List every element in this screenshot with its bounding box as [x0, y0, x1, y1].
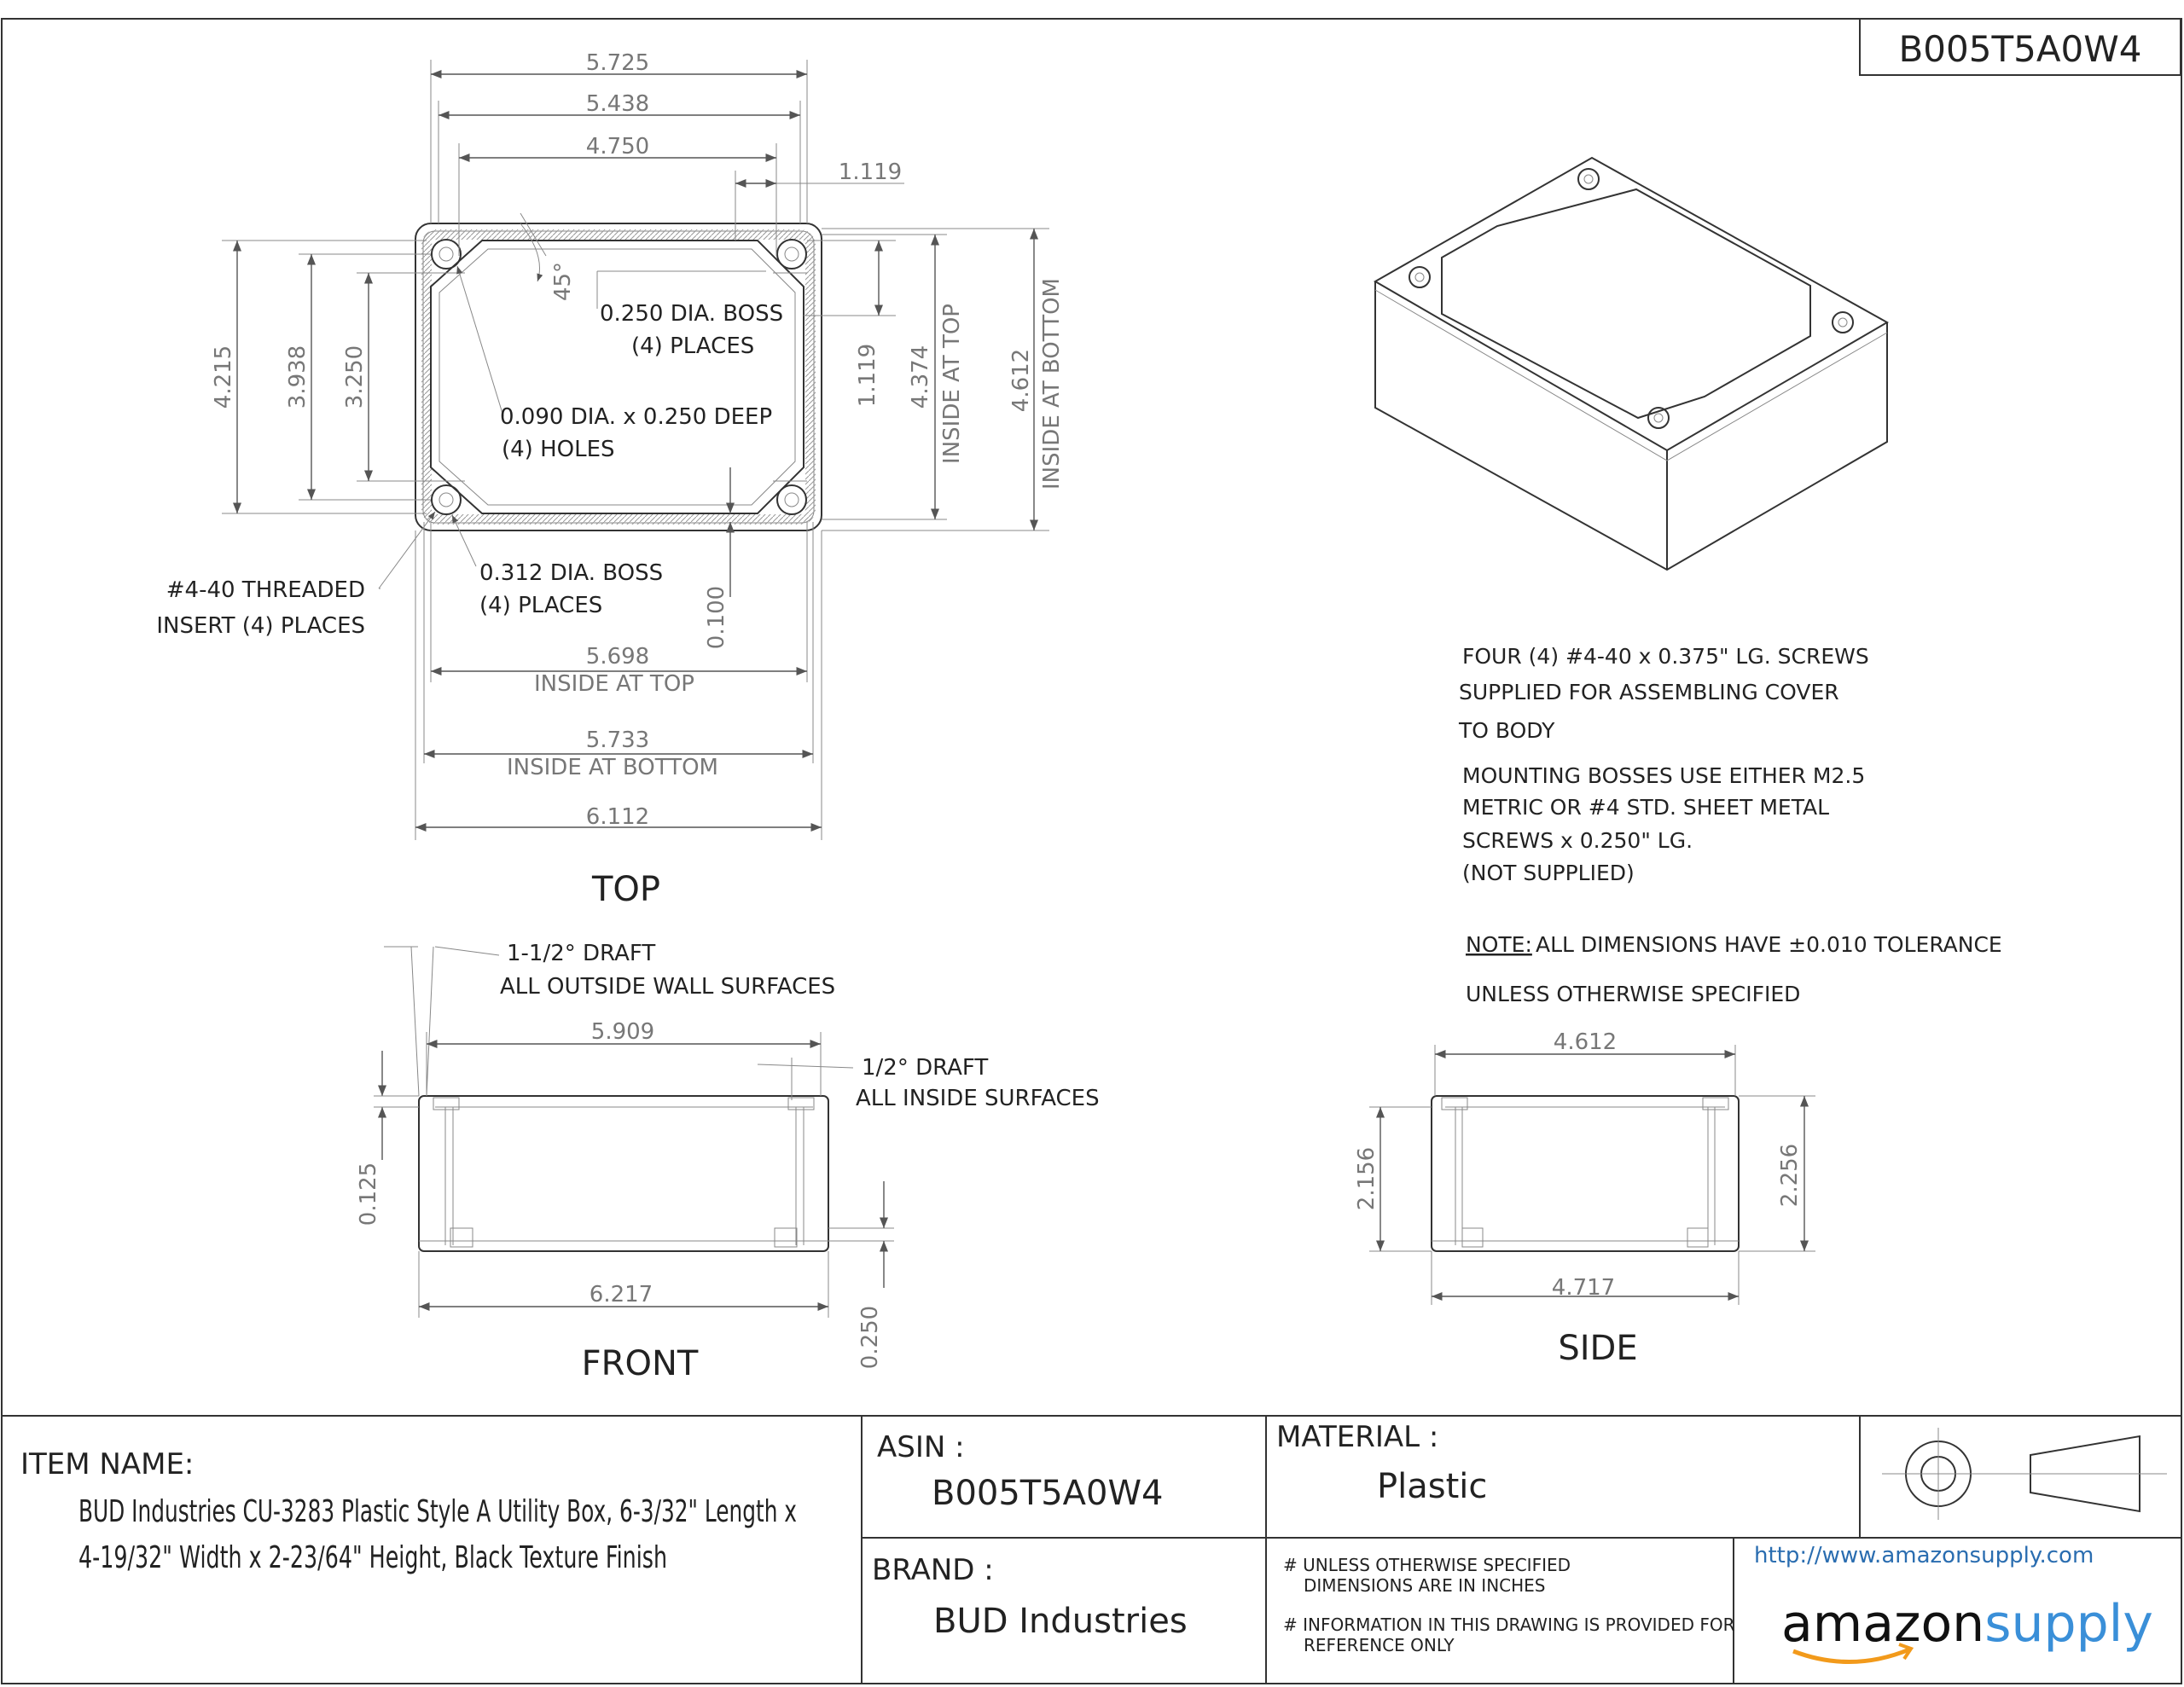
- projection-symbol: [1882, 1428, 2167, 1520]
- isometric-view: [1373, 156, 1890, 571]
- dim-4-215: 4.215: [211, 345, 236, 409]
- callout-boss-0-250-line1: 0.250 DIA. BOSS: [600, 301, 783, 327]
- asin-label: ASIN :: [877, 1430, 965, 1464]
- corner-boss-group: [431, 239, 807, 515]
- front-view-title: FRONT: [582, 1344, 699, 1383]
- dim-side-4-612: 4.612: [1554, 1029, 1617, 1055]
- dim-5-725: 5.725: [586, 50, 649, 76]
- callout-insert-line1: #4-40 THREADED: [166, 577, 365, 603]
- supplier-url[interactable]: http://www.amazonsupply.com: [1754, 1543, 2094, 1568]
- item-name-line2: 4-19/32" Width x 2-23/64" Height, Black …: [78, 1540, 667, 1575]
- front-view-outline: [418, 1095, 829, 1252]
- top-view-title: TOP: [591, 870, 660, 909]
- note-screws-line2: SUPPLIED FOR ASSEMBLING COVER: [1459, 680, 1839, 704]
- logo-amazon: amazonsupply: [1781, 1594, 2153, 1654]
- callout-holes-line2: (4) HOLES: [502, 437, 615, 462]
- callout-inside-draft-line1: 1/2° DRAFT: [862, 1055, 988, 1081]
- note-tolerance-prefix: NOTE:: [1466, 932, 1532, 957]
- brand-label: BRAND :: [872, 1553, 994, 1587]
- dim-5-698: 5.698: [586, 644, 649, 670]
- front-view: 1-1/2° DRAFT ALL OUTSIDE WALL SURFACES 5…: [356, 941, 1100, 1383]
- dim-5-733: 5.733: [586, 728, 649, 753]
- part-number-box: B005T5A0W4: [1859, 18, 2181, 76]
- side-view-outline: [1431, 1095, 1740, 1252]
- note-tolerance-line2: UNLESS OTHERWISE SPECIFIED: [1466, 982, 1800, 1006]
- dim-0-125: 0.125: [356, 1162, 381, 1226]
- disclaimer-reference-line2: REFERENCE ONLY: [1304, 1635, 1455, 1655]
- note-screws-line3: TO BODY: [1458, 718, 1555, 743]
- part-number: B005T5A0W4: [1898, 28, 2141, 70]
- top-view: 5.725 5.438 4.750 1.119 4.215 3.938 3.25…: [156, 50, 1065, 909]
- item-name-label: ITEM NAME:: [20, 1447, 194, 1481]
- dim-2-156: 2.156: [1354, 1147, 1380, 1210]
- disclaimer-reference-line1: # INFORMATION IN THIS DRAWING IS PROVIDE…: [1283, 1615, 1735, 1635]
- dim-5-438: 5.438: [586, 91, 649, 117]
- top-view-outline: [415, 223, 822, 531]
- dim-3-938: 3.938: [285, 345, 311, 409]
- side-view-title: SIDE: [1558, 1329, 1637, 1368]
- callout-inside-draft-line2: ALL INSIDE SURFACES: [856, 1086, 1100, 1111]
- general-notes: FOUR (4) #4-40 x 0.375" LG. SCREWS SUPPL…: [1458, 644, 2002, 1006]
- dim-4-717: 4.717: [1552, 1275, 1615, 1301]
- callout-boss-0-312-line1: 0.312 DIA. BOSS: [479, 560, 663, 586]
- top-view-cover-recess: [430, 240, 804, 514]
- isometric-cover-recess: [1441, 188, 1811, 420]
- dim-5-733-note: INSIDE AT BOTTOM: [507, 755, 718, 780]
- callout-holes-line1: 0.090 DIA. x 0.250 DEEP: [500, 404, 772, 430]
- title-block: ITEM NAME: BUD Industries CU-3283 Plasti…: [2, 1415, 2181, 1684]
- dim-4-612-note: INSIDE AT BOTTOM: [1039, 278, 1065, 490]
- brand-value: BUD Industries: [933, 1602, 1188, 1641]
- callout-boss-0-312-line2: (4) PLACES: [479, 593, 602, 618]
- dim-6-112: 6.112: [586, 804, 649, 830]
- dim-4-750: 4.750: [586, 134, 649, 159]
- item-name-line1: BUD Industries CU-3283 Plastic Style A U…: [78, 1494, 797, 1529]
- logo-smile: [1792, 1647, 1910, 1664]
- note-bosses-line3: SCREWS x 0.250" LG.: [1462, 828, 1693, 853]
- dim-2-256: 2.256: [1777, 1144, 1803, 1207]
- disclaimer-units-line2: DIMENSIONS ARE IN INCHES: [1304, 1575, 1546, 1596]
- material-label: MATERIAL :: [1276, 1420, 1438, 1454]
- note-screws-line1: FOUR (4) #4-40 x 0.375" LG. SCREWS: [1462, 644, 1869, 669]
- callout-boss-0-250-line2: (4) PLACES: [631, 333, 754, 359]
- dim-4-374: 4.374: [908, 345, 933, 409]
- note-bosses-line2: METRIC OR #4 STD. SHEET METAL: [1462, 795, 1829, 820]
- note-tolerance-line1: ALL DIMENSIONS HAVE ±0.010 TOLERANCE: [1536, 932, 2002, 957]
- dim-1-119-horizontal: 1.119: [839, 159, 902, 185]
- asin-value: B005T5A0W4: [932, 1474, 1163, 1513]
- dim-4-612: 4.612: [1008, 349, 1034, 412]
- callout-insert-line2: INSERT (4) PLACES: [156, 613, 365, 639]
- angle-45: 45°: [550, 262, 576, 301]
- dim-1-119-vertical: 1.119: [855, 344, 880, 407]
- dim-0-250: 0.250: [857, 1306, 883, 1369]
- dim-6-217: 6.217: [590, 1282, 653, 1307]
- dim-4-374-note: INSIDE AT TOP: [939, 304, 965, 464]
- callout-outside-draft-line2: ALL OUTSIDE WALL SURFACES: [500, 974, 835, 1000]
- callout-outside-draft-line1: 1-1/2° DRAFT: [507, 941, 655, 966]
- disclaimer-units-line1: # UNLESS OTHERWISE SPECIFIED: [1283, 1555, 1571, 1575]
- dim-5-698-note: INSIDE AT TOP: [534, 671, 694, 697]
- dim-3-250: 3.250: [342, 345, 368, 409]
- material-value: Plastic: [1377, 1467, 1487, 1506]
- side-view: 4.612 2.156 2.256 4.717 SIDE: [1354, 1029, 1815, 1368]
- note-bosses-line1: MOUNTING BOSSES USE EITHER M2.5: [1462, 763, 1865, 788]
- dim-5-909: 5.909: [591, 1019, 654, 1045]
- note-bosses-line4: (NOT SUPPLIED): [1462, 861, 1635, 885]
- dim-0-100: 0.100: [704, 586, 729, 649]
- sheet-border: [1, 18, 2182, 1684]
- amazonsupply-logo: amazonsupply: [1781, 1594, 2153, 1664]
